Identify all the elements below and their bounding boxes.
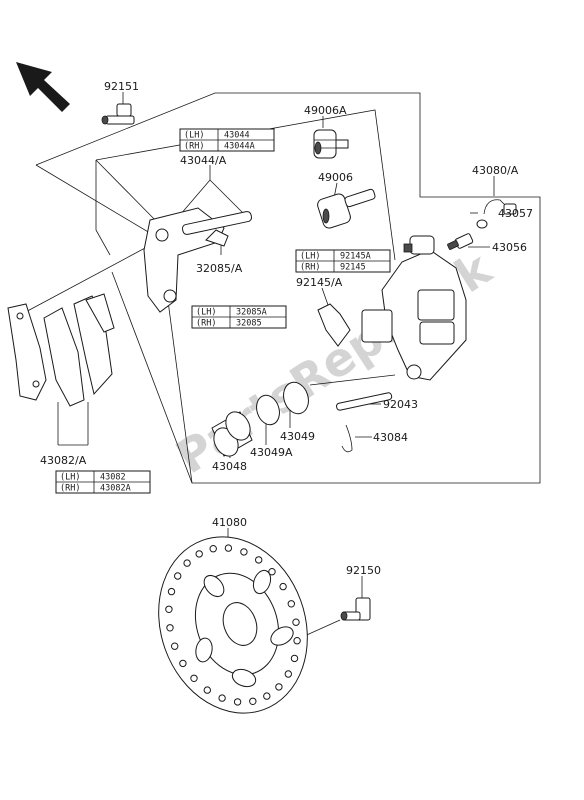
svg-text:(LH): (LH) [184, 131, 204, 141]
disc-hole [268, 568, 276, 576]
disc-hole [233, 698, 242, 706]
disc-hole [167, 587, 176, 596]
svg-text:(RH): (RH) [300, 263, 320, 273]
pin-clip-43084 [341, 424, 353, 453]
label-49006: 49006 [318, 171, 353, 184]
svg-text:43082: 43082 [100, 473, 126, 483]
disc-hole [240, 548, 248, 556]
label-43049: 43049 [280, 430, 315, 443]
svg-text:43082A: 43082A [100, 484, 131, 494]
disc-hole [171, 642, 179, 650]
disc-hole [209, 545, 217, 553]
svg-text:43044A: 43044A [224, 142, 255, 152]
label-41080: 41080 [212, 516, 247, 529]
label-43057: 43057 [498, 207, 533, 220]
label-49006a: 49006A [304, 104, 347, 117]
disc-hole [190, 674, 198, 682]
bolt-92151 [101, 103, 135, 125]
anti-rattle-spring-92145 [317, 303, 351, 347]
table-92145: (LH) 92145A (RH) 92145 [295, 249, 391, 273]
boot-49006a [313, 129, 349, 159]
label-92150: 92150 [346, 564, 381, 577]
disc-hole [255, 556, 263, 564]
disc-hole [249, 697, 257, 705]
disc-hole [290, 654, 299, 663]
label-43084: 43084 [373, 431, 408, 444]
disc-hole [179, 659, 187, 668]
disc-hole [174, 572, 182, 580]
piston-43048 [211, 411, 253, 457]
disc-hole-pattern [165, 544, 301, 706]
svg-text:(RH): (RH) [60, 484, 80, 494]
disc-hole [279, 582, 287, 591]
label-32085a: 32085/A [196, 262, 243, 275]
pad-spring-32085 [205, 229, 229, 247]
disc-hole [195, 550, 203, 558]
disc-hole [287, 600, 295, 608]
label-43080a: 43080/A [472, 164, 519, 177]
brake-pad-set-43082 [7, 293, 115, 407]
svg-text:32085A: 32085A [236, 308, 267, 318]
table-43044: (LH) 43044 (RH) 43044A [179, 128, 275, 152]
disc-hole [166, 624, 174, 632]
svg-text:92145A: 92145A [340, 252, 371, 262]
disc-hole [203, 686, 212, 694]
disc-hole [275, 683, 283, 691]
label-43048: 43048 [212, 460, 247, 473]
dust-seal-43049a [256, 394, 280, 426]
disc-hole [284, 670, 292, 678]
label-43056: 43056 [492, 241, 527, 254]
disc-hole [293, 637, 301, 645]
label-43049a: 43049A [250, 446, 293, 459]
svg-text:(LH): (LH) [196, 308, 216, 318]
table-32085: (LH) 32085A (RH) 32085 [191, 305, 287, 329]
disc-hole [218, 694, 226, 702]
label-43044a: 43044/A [180, 154, 227, 167]
disc-bolt-92150 [340, 597, 371, 621]
svg-text:92145: 92145 [340, 263, 366, 273]
svg-text:(LH): (LH) [300, 252, 320, 262]
label-92043: 92043 [383, 398, 418, 411]
bleeder-valve-43056 [447, 233, 474, 250]
svg-text:(RH): (RH) [184, 142, 204, 152]
caliper-body [361, 235, 467, 381]
svg-text:32085: 32085 [236, 319, 262, 329]
disc-hole [263, 692, 271, 700]
disc-hole [165, 605, 173, 613]
brake-disc-41080 [158, 536, 308, 714]
boot-49006 [317, 188, 376, 229]
table-43082: (LH) 43082 (RH) 43082A [55, 470, 151, 494]
label-92145a: 92145/A [296, 276, 343, 289]
svg-text:(LH): (LH) [60, 473, 80, 483]
bleeder-hose-43080 [476, 199, 517, 229]
svg-text:(RH): (RH) [196, 319, 216, 329]
label-43082a: 43082/A [40, 454, 87, 467]
caliper-bracket-43044 [143, 207, 253, 313]
disc-hole [292, 618, 300, 626]
svg-text:43044: 43044 [224, 131, 250, 141]
assembly-outline [35, 92, 541, 484]
front-direction-arrow-icon [16, 62, 70, 112]
disc-hole [183, 559, 191, 567]
piston-seal-43049 [283, 381, 309, 415]
pad-pin-92043 [336, 392, 393, 411]
label-92151: 92151 [104, 80, 139, 93]
disc-hole [224, 544, 233, 552]
